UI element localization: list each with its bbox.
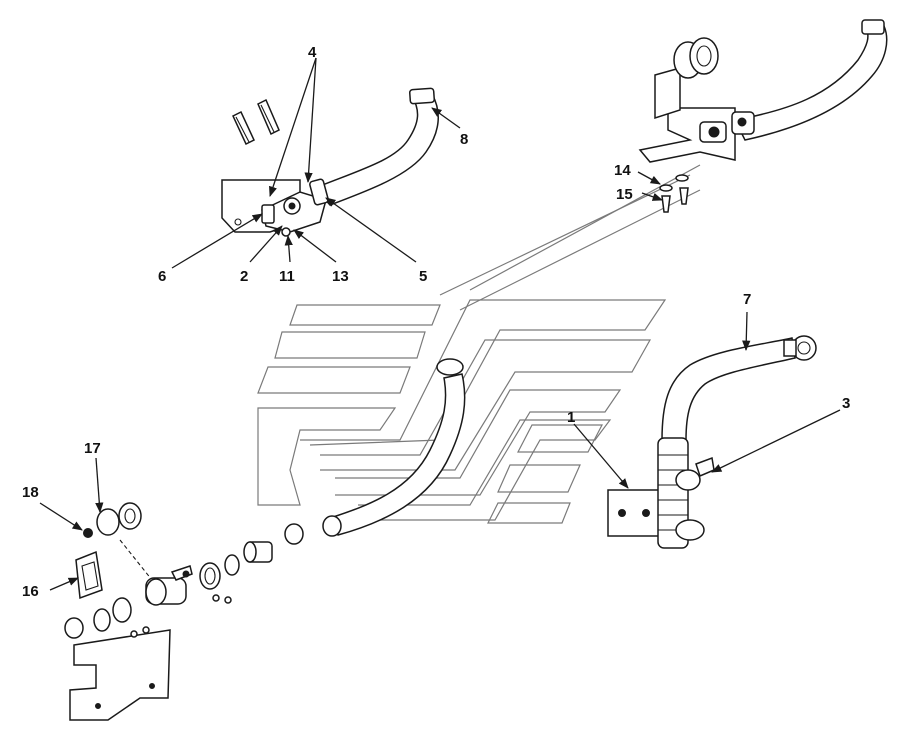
fasteners-14-15 xyxy=(659,174,689,213)
callout-16: 16 xyxy=(22,583,39,600)
strap-pieces xyxy=(232,98,280,146)
plate-16 xyxy=(75,550,103,600)
callout-2: 2 xyxy=(240,268,248,285)
valve-stack xyxy=(657,437,715,549)
upper-right-bracket-assembly xyxy=(638,19,888,213)
hose-8 xyxy=(313,93,439,206)
upper-left-valve-assembly xyxy=(221,87,439,237)
center-hose xyxy=(322,358,466,537)
coupler-top xyxy=(673,37,719,79)
callout-17: 17 xyxy=(84,440,101,457)
lower-bracket xyxy=(69,629,171,721)
callout-11: 11 xyxy=(279,268,295,285)
hose-upper-right xyxy=(733,25,888,141)
hose-7 xyxy=(661,337,796,441)
lower-left-exploded-fittings xyxy=(64,502,304,721)
callout-labels: 4 8 6 2 11 13 5 14 15 7 3 1 17 18 16 xyxy=(22,44,850,600)
callout-3: 3 xyxy=(842,395,850,412)
machine-body-outline xyxy=(257,164,701,524)
callout-8: 8 xyxy=(460,131,468,148)
right-hose-assembly xyxy=(607,335,817,549)
adapter-fitting xyxy=(243,541,273,563)
coupler-17 xyxy=(96,502,142,536)
callout-6: 6 xyxy=(158,268,166,285)
hose-clamp-left xyxy=(199,562,232,604)
callout-1: 1 xyxy=(567,409,575,426)
callout-7: 7 xyxy=(743,291,751,308)
callout-4: 4 xyxy=(308,44,317,61)
callout-13: 13 xyxy=(332,268,349,285)
o-ring-left xyxy=(224,554,240,576)
ball-valve xyxy=(145,565,193,606)
callout-14: 14 xyxy=(614,162,631,179)
callout-5: 5 xyxy=(419,268,427,285)
callout-15: 15 xyxy=(616,186,633,203)
hose-clamp-center xyxy=(284,523,304,545)
callout-18: 18 xyxy=(22,484,39,501)
leader-lines xyxy=(39,57,841,591)
valve-body xyxy=(261,178,329,237)
fittings-right xyxy=(699,111,755,143)
lower-clamp-stack xyxy=(64,597,150,639)
